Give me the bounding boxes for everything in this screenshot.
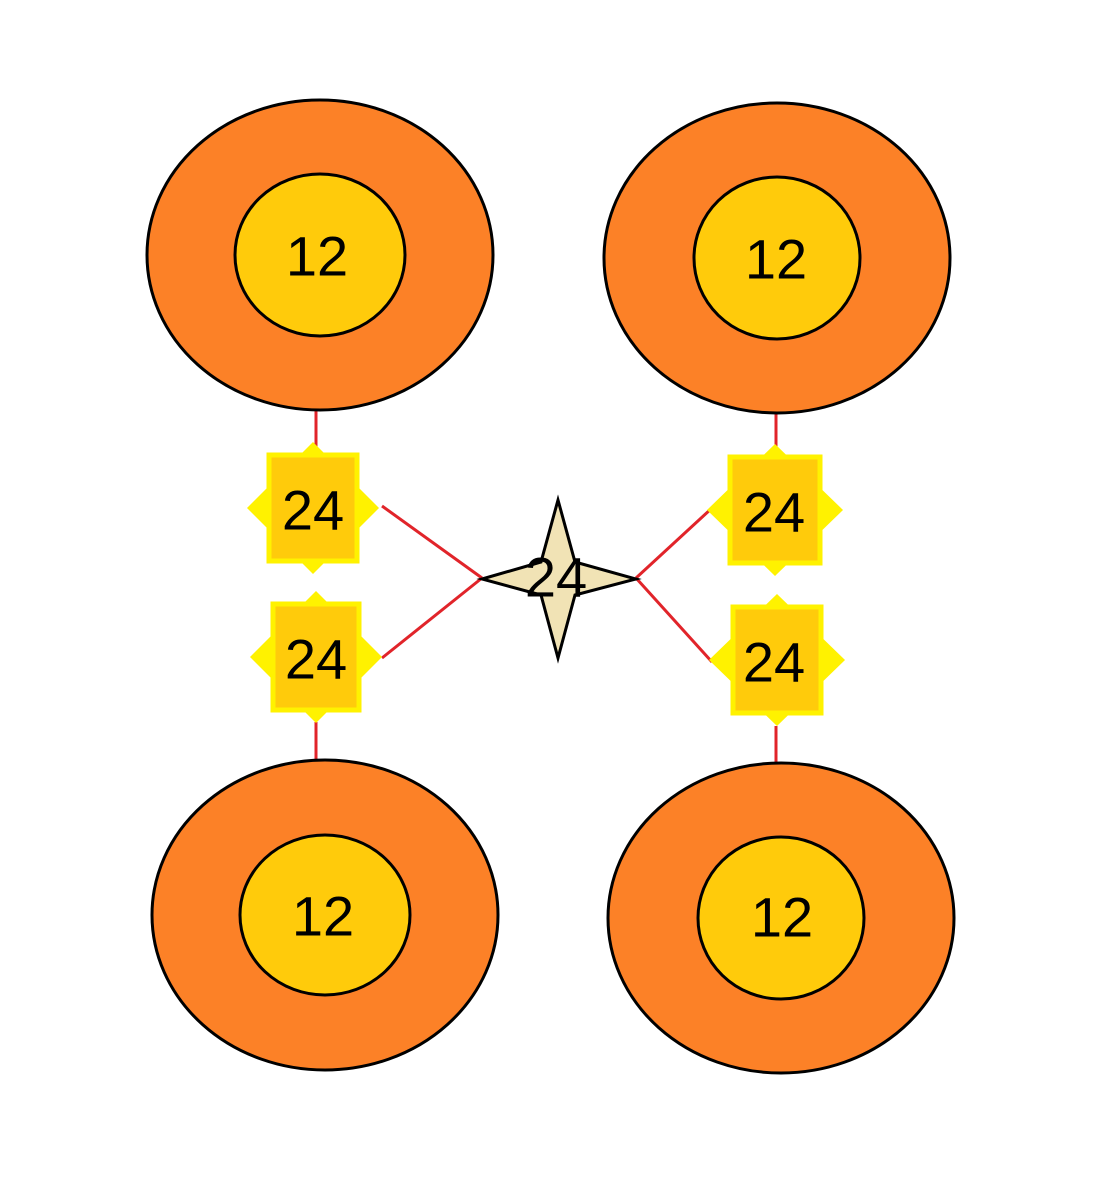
node-label: 12: [745, 228, 807, 291]
star-core: [266, 452, 360, 564]
node-label: 24: [285, 628, 347, 691]
node-label: 12: [292, 885, 354, 948]
node-label: 24: [743, 631, 805, 694]
star-node-lower-left: 24: [250, 591, 382, 723]
node-label: 24: [525, 546, 587, 609]
edge-star-lower-right-to-center: [634, 576, 714, 664]
node-label: 24: [282, 479, 344, 542]
ring-disc-inner: [233, 172, 407, 338]
star-core: [270, 601, 362, 713]
star-core: [727, 454, 823, 566]
star-core: [730, 604, 824, 716]
ring-disc-inner: [238, 833, 412, 997]
ring-node-top-right: 12: [602, 101, 952, 415]
four-point-star-icon: [476, 494, 642, 664]
edge-star-upper-right-to-center: [634, 506, 714, 580]
ring-node-top-left: 12: [145, 98, 495, 412]
edge-star-lower-left-to-center: [381, 576, 483, 660]
ring-disc-inner: [696, 835, 866, 1001]
node-label: 12: [286, 225, 348, 288]
edge-star-upper-left-to-center: [381, 504, 483, 580]
star-node-upper-right: 24: [707, 444, 843, 576]
node-label: 24: [743, 481, 805, 544]
ring-node-bottom-right: 12: [606, 761, 956, 1075]
star-node-lower-right: 24: [709, 594, 845, 726]
node-label: 12: [751, 886, 813, 949]
center-node: 24: [476, 494, 642, 664]
ring-node-bottom-left: 12: [150, 758, 500, 1072]
star-node-upper-left: 24: [247, 442, 379, 574]
edges: [314, 410, 778, 764]
ring-disc-inner: [692, 175, 862, 341]
